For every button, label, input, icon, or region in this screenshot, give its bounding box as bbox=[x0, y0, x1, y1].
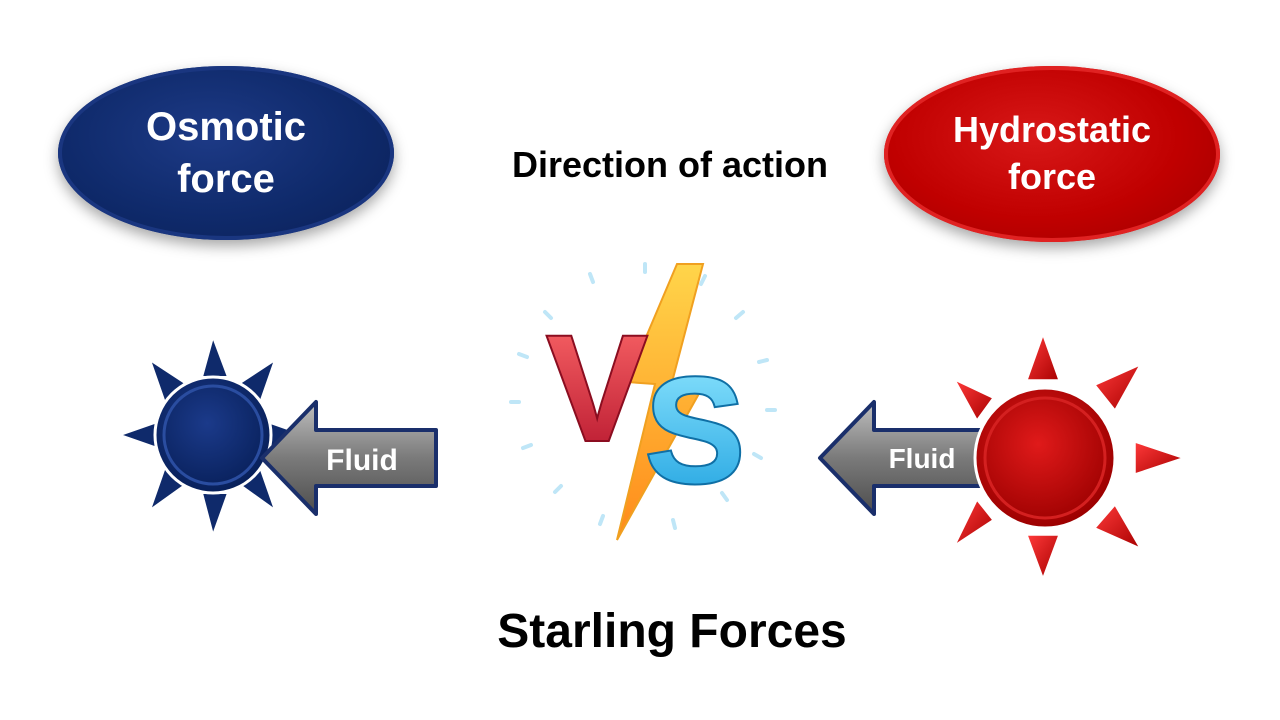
hydrostatic-label-line2: force bbox=[1007, 156, 1097, 197]
hydrostatic-label-line1: Hydrostatic bbox=[952, 109, 1152, 151]
red-sun-icon bbox=[953, 332, 1186, 581]
blue-sun-icon bbox=[116, 333, 309, 539]
vs-letter-s: S bbox=[645, 346, 745, 514]
osmotic-label-line1: Osmotic bbox=[145, 105, 307, 149]
vs-letter-v: V bbox=[547, 304, 647, 472]
versus-icon: V S bbox=[509, 262, 777, 541]
direction-of-action-label: Direction of action bbox=[511, 144, 829, 185]
osmotic-label-line2: force bbox=[177, 157, 275, 201]
right-arrow-label: Fluid bbox=[889, 443, 956, 474]
page-title: Starling Forces bbox=[497, 605, 847, 658]
left-arrow-label: Fluid bbox=[326, 444, 398, 477]
right-fluid-arrow: Fluid bbox=[818, 400, 996, 516]
hydrostatic-force-oval: Hydrostatic force bbox=[884, 66, 1220, 242]
left-fluid-arrow: Fluid bbox=[260, 400, 438, 516]
osmotic-force-oval: Osmotic force bbox=[58, 66, 394, 240]
